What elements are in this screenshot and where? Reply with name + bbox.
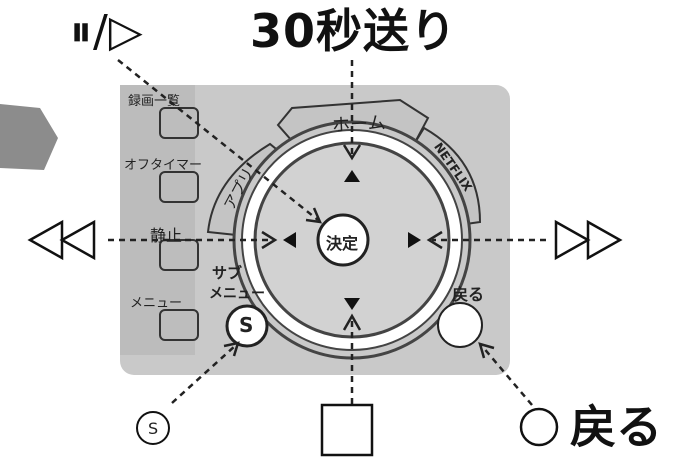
dpad-up-icon[interactable] xyxy=(344,170,360,182)
arrowhead-skip-30 xyxy=(342,144,362,161)
sub-menu-label-line1: サブ xyxy=(212,264,243,282)
arrowhead-play-pause xyxy=(305,207,323,224)
stop-icon xyxy=(320,403,374,457)
sub-menu-label-line2: メニュー xyxy=(209,286,265,302)
back-button-remote-label: 戻る xyxy=(452,285,485,304)
rewind-icon xyxy=(27,219,96,261)
dpad-right-icon[interactable] xyxy=(408,232,421,248)
skip-30-label: 30秒送り xyxy=(250,4,458,58)
back-button[interactable] xyxy=(437,302,483,348)
side-label-menu: メニュー xyxy=(130,296,183,311)
arrowhead-stop xyxy=(342,313,362,331)
side-button-menu[interactable] xyxy=(159,309,199,341)
leader-s xyxy=(171,344,237,404)
side-button-rec-list[interactable] xyxy=(159,107,199,139)
s-button-label: S xyxy=(239,313,254,337)
large-gray-arrow-icon xyxy=(0,104,58,170)
ok-button[interactable] xyxy=(316,213,370,267)
arrowhead-fast-forward xyxy=(426,230,443,250)
s-symbol-label: S xyxy=(148,419,159,438)
dpad-left-icon[interactable] xyxy=(283,232,296,248)
ok-button-label: 決定 xyxy=(326,234,359,253)
arrowhead-rewind xyxy=(261,230,278,250)
leader-back xyxy=(481,345,533,406)
home-button-label: ホーム xyxy=(331,112,387,137)
leader-play-pause xyxy=(117,59,319,221)
side-button-offtimer[interactable] xyxy=(159,171,199,203)
s-symbol-icon xyxy=(136,411,170,445)
side-label-rec-list: 録画一覧 xyxy=(128,94,181,109)
back-circle-icon xyxy=(519,407,559,447)
sub-menu-s-button[interactable] xyxy=(225,304,269,348)
arrowhead-s xyxy=(223,341,240,357)
arrowhead-back xyxy=(478,342,495,359)
back-label: 戻る xyxy=(570,400,662,454)
play-pause-label: ⏸/▷ xyxy=(70,6,144,57)
dpad-down-icon[interactable] xyxy=(344,298,360,310)
side-label-still: 静止 xyxy=(150,226,183,245)
fast-forward-icon xyxy=(554,219,623,261)
side-label-offtimer: オフタイマー xyxy=(124,158,203,173)
